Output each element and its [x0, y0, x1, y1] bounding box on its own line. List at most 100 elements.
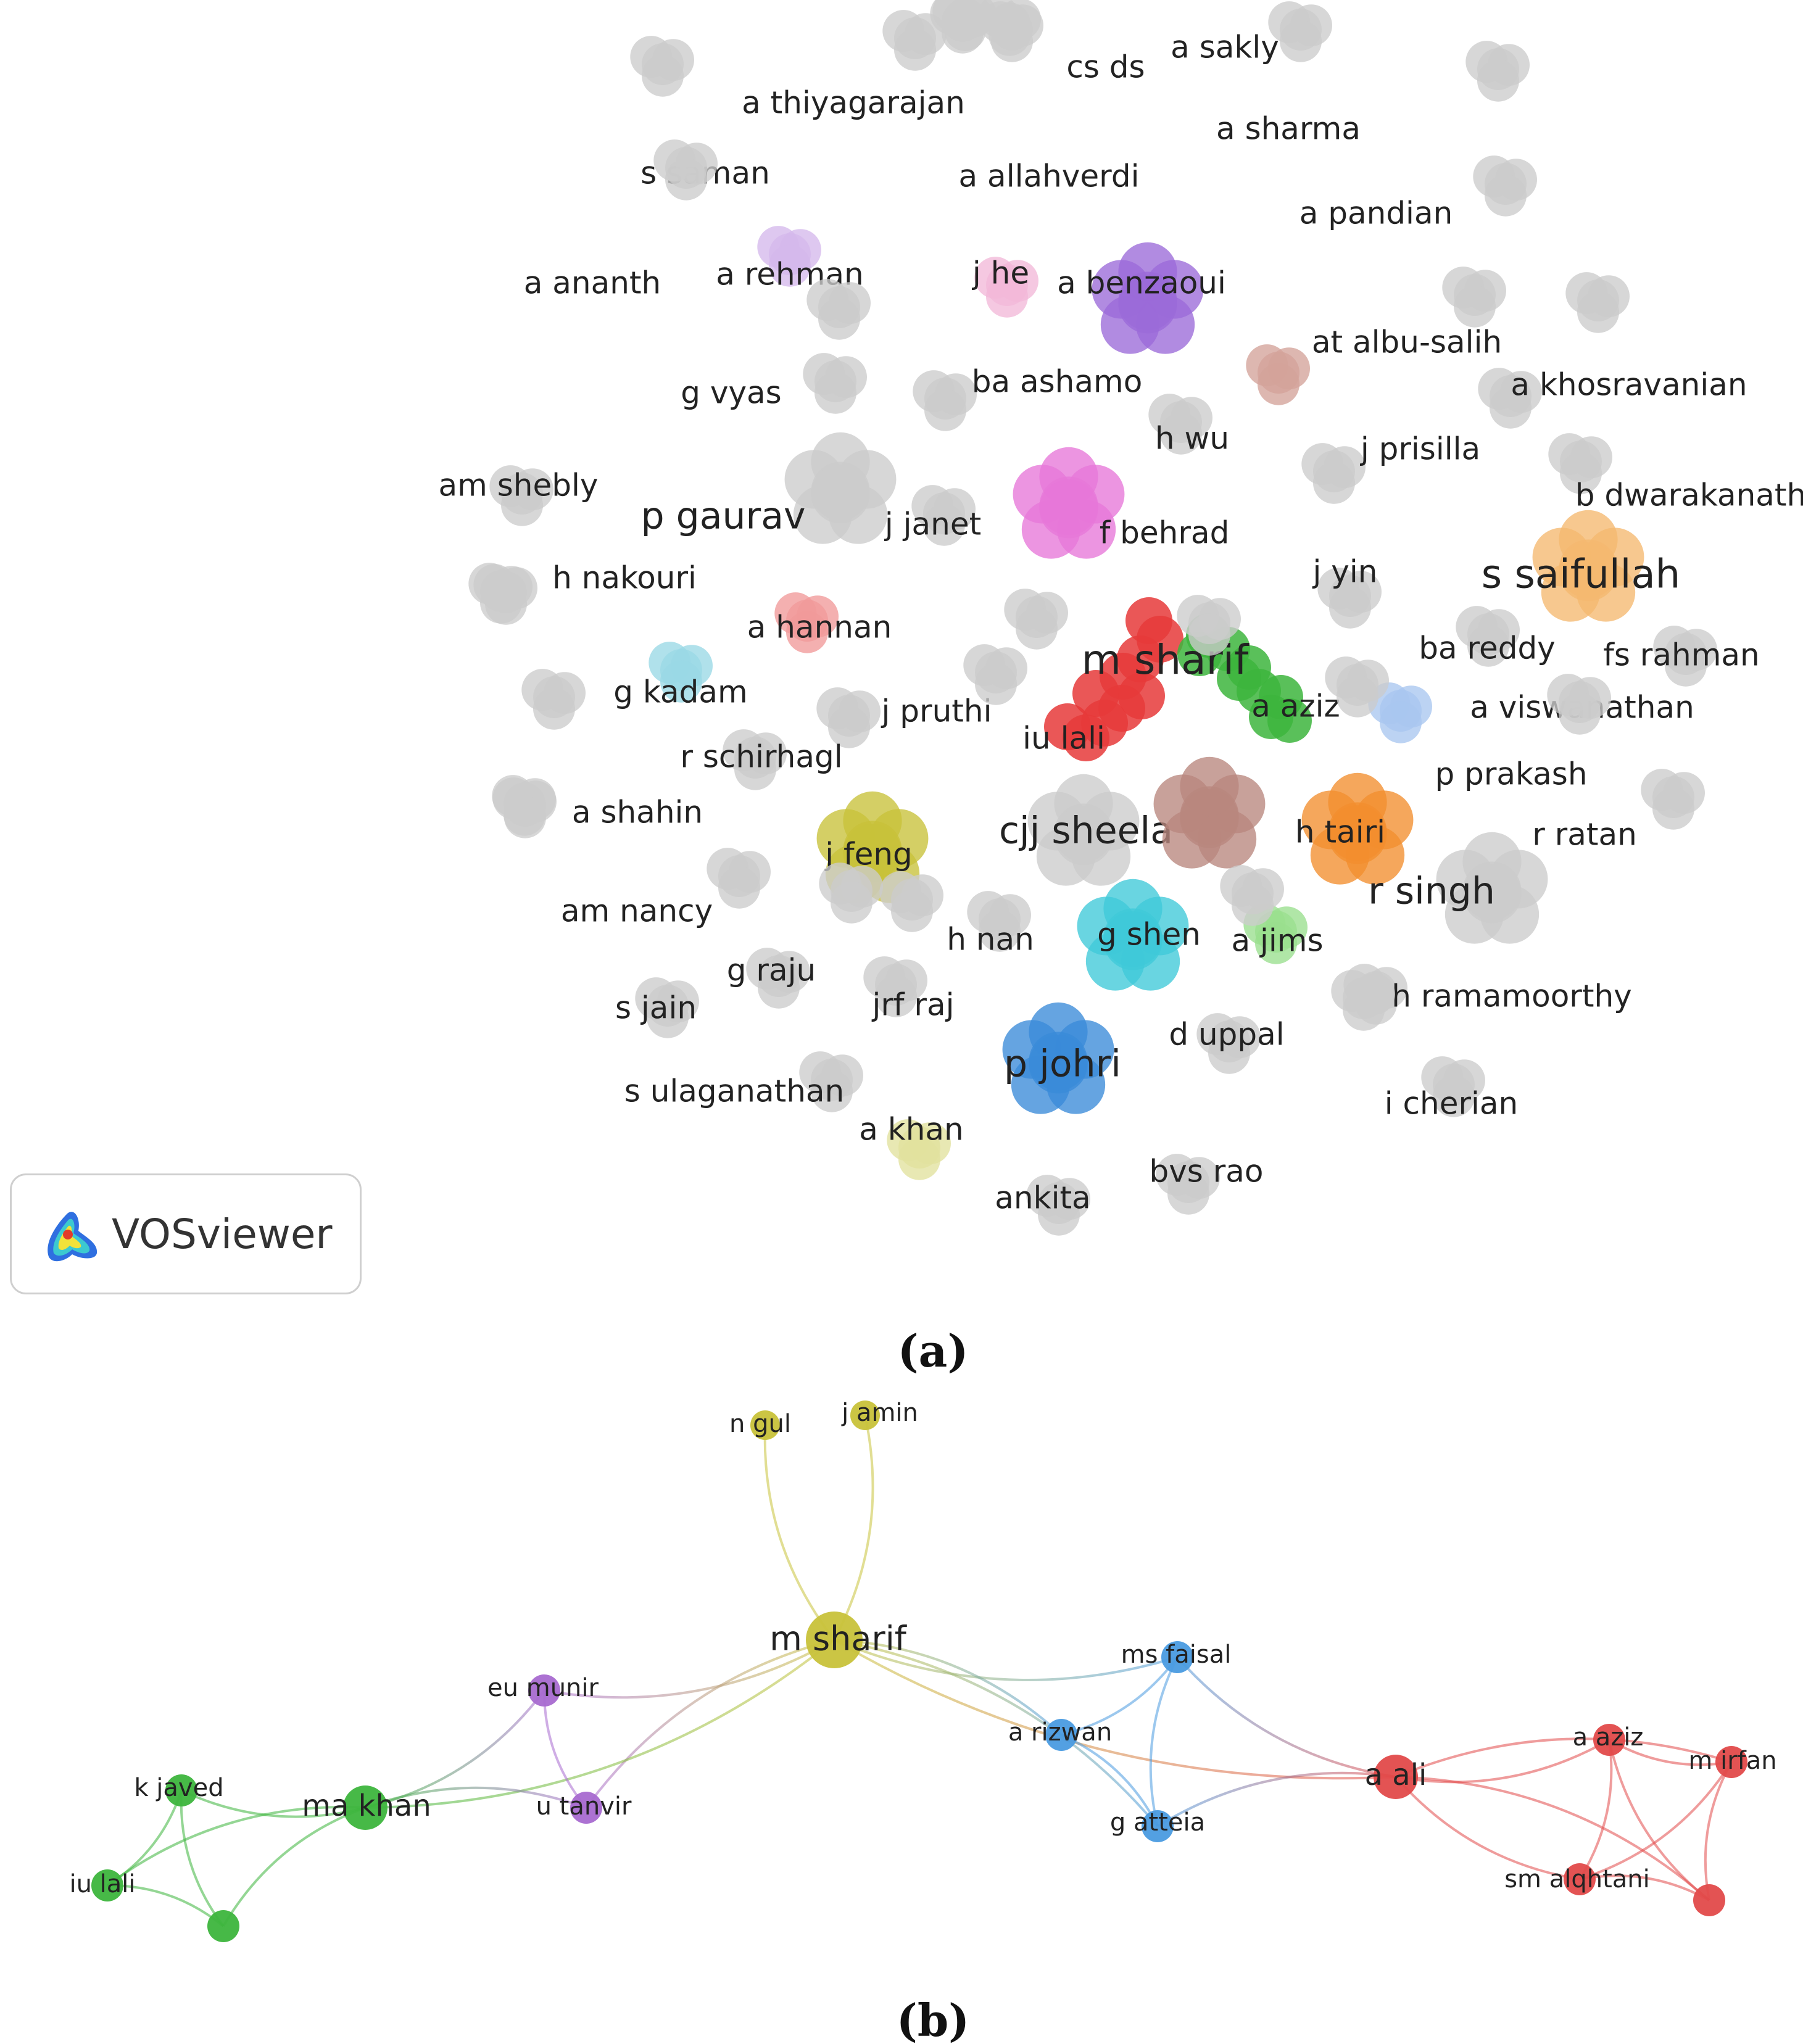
cluster-circle	[1160, 412, 1202, 455]
cluster-label: g shen	[1097, 917, 1201, 953]
cluster-unlabeled	[1442, 267, 1506, 328]
cluster-label: ankita	[995, 1180, 1090, 1216]
cluster-circle	[1167, 1172, 1209, 1215]
cluster-circle	[924, 389, 966, 431]
cluster-circle	[1180, 789, 1239, 848]
cluster-cjj-sheela: cjj sheela	[999, 774, 1173, 886]
node-circle	[207, 1910, 239, 1942]
node-a-aziz: a aziz	[1573, 1723, 1644, 1756]
cluster-label: j pruthi	[881, 693, 992, 729]
node-circle	[1045, 1719, 1077, 1751]
cluster-circle	[1462, 864, 1522, 924]
node-a-rizwan: a rizwan	[1008, 1718, 1112, 1751]
cluster-circle	[1232, 883, 1274, 926]
vosviewer-logo-icon	[48, 1212, 97, 1262]
node-label: ms faisal	[1121, 1641, 1232, 1669]
cluster-circle	[1490, 386, 1532, 429]
cluster-circle	[944, 9, 986, 51]
node-m-irfan: m irfan	[1688, 1746, 1777, 1778]
cluster-circle	[975, 663, 1017, 705]
network-link	[180, 1790, 225, 1927]
cluster-r-ratan: r ratan	[1532, 769, 1705, 853]
cluster-circle	[1337, 675, 1378, 718]
network-link	[1704, 1761, 1733, 1901]
node-ms-faisal: ms faisal	[1121, 1641, 1232, 1673]
network-link	[365, 1786, 587, 1809]
node-m-sharif: m sharif	[769, 1612, 908, 1668]
node-circle	[91, 1869, 123, 1901]
cluster-label: a hannan	[747, 610, 892, 645]
node-label: a aziz	[1573, 1723, 1644, 1752]
node-circle	[570, 1792, 602, 1824]
cluster-i-cherian: i cherian	[1385, 1056, 1519, 1122]
cluster-circle	[1559, 692, 1601, 735]
node-g-unl	[207, 1910, 239, 1942]
cluster-circle	[718, 866, 760, 909]
cluster-circle	[1665, 644, 1707, 687]
cluster-label: h nan	[947, 922, 1034, 958]
cluster-label: h wu	[1155, 421, 1229, 457]
cluster-circle	[660, 660, 702, 703]
node-circle	[750, 1410, 780, 1440]
cluster-g-raju: g raju	[727, 948, 816, 1009]
cluster-circle	[979, 909, 1021, 952]
cluster-circle	[991, 20, 1033, 62]
cluster-h-tairi: h tairi	[1295, 772, 1414, 885]
cluster-b-dwarakanath: b dwarakanath	[1548, 433, 1803, 513]
cluster-a-rehman: a rehman	[716, 226, 864, 292]
cluster-s-jain: s jain	[615, 977, 699, 1038]
cluster-label: ba reddy	[1419, 631, 1556, 666]
cluster-label: h nakouri	[552, 560, 697, 596]
cluster-circle	[533, 687, 575, 730]
cluster-label: s saifullah	[1482, 552, 1680, 598]
network-link	[542, 1690, 587, 1809]
node-circle	[1715, 1746, 1747, 1778]
cluster-circle	[1249, 695, 1293, 739]
node-label: n gul	[729, 1410, 791, 1438]
cluster-a-hannan: a hannan	[747, 592, 892, 653]
cluster-label: jrf raj	[871, 987, 954, 1023]
cluster-circle	[1454, 285, 1496, 328]
network-link	[544, 1639, 835, 1699]
node-r-unl	[1693, 1884, 1725, 1916]
cluster-circle	[818, 297, 860, 340]
cluster-circle	[986, 275, 1028, 318]
node-circle	[806, 1612, 863, 1668]
cluster-j-pruthi: j pruthi	[816, 687, 992, 748]
cluster-label: s jain	[615, 990, 697, 1026]
cluster-unlabeled	[468, 563, 533, 624]
node-ma-khan: ma khan	[302, 1785, 431, 1830]
cluster-label: at albu-salih	[1312, 325, 1502, 360]
cluster-unlabeled	[653, 139, 718, 201]
cluster-j-janet: j janet	[884, 485, 981, 546]
cluster-circle	[1188, 613, 1230, 656]
cluster-a-pandian: a pandian	[1299, 41, 1530, 231]
cluster-p-johri: p johri	[1002, 1002, 1121, 1114]
cluster-label: j he	[972, 255, 1029, 291]
network-link	[106, 1806, 366, 1887]
cluster-unlabeled	[1153, 756, 1266, 869]
cluster-label: bvs rao	[1149, 1154, 1263, 1190]
node-label: a rizwan	[1008, 1718, 1112, 1747]
node-circle	[1593, 1724, 1625, 1756]
node-label: eu munir	[487, 1674, 599, 1702]
cluster-label: i cherian	[1385, 1086, 1519, 1122]
node-eu-munir: eu munir	[487, 1674, 599, 1707]
cluster-label: h tairi	[1295, 814, 1385, 850]
cluster-h-nan: h nan	[947, 891, 1034, 958]
cluster-s-saifullah: s saifullah	[1482, 510, 1680, 622]
cluster-am-shebly: am shebly	[439, 465, 598, 526]
cluster-label: a aziz	[1251, 689, 1340, 724]
node-sm-alqhtani: sm alqhtani	[1504, 1863, 1650, 1895]
cluster-a-allahverdi: a allahverdi	[882, 10, 1139, 194]
cluster-label: cs ds	[1066, 49, 1145, 85]
network-link	[1395, 1776, 1710, 1901]
network-link	[1156, 1771, 1396, 1827]
node-circle	[528, 1674, 560, 1707]
cluster-fs-rahman: fs rahman	[1603, 626, 1760, 687]
cluster-label: h ramamoorthy	[1391, 979, 1631, 1014]
cluster-unlabeled	[1565, 272, 1630, 333]
